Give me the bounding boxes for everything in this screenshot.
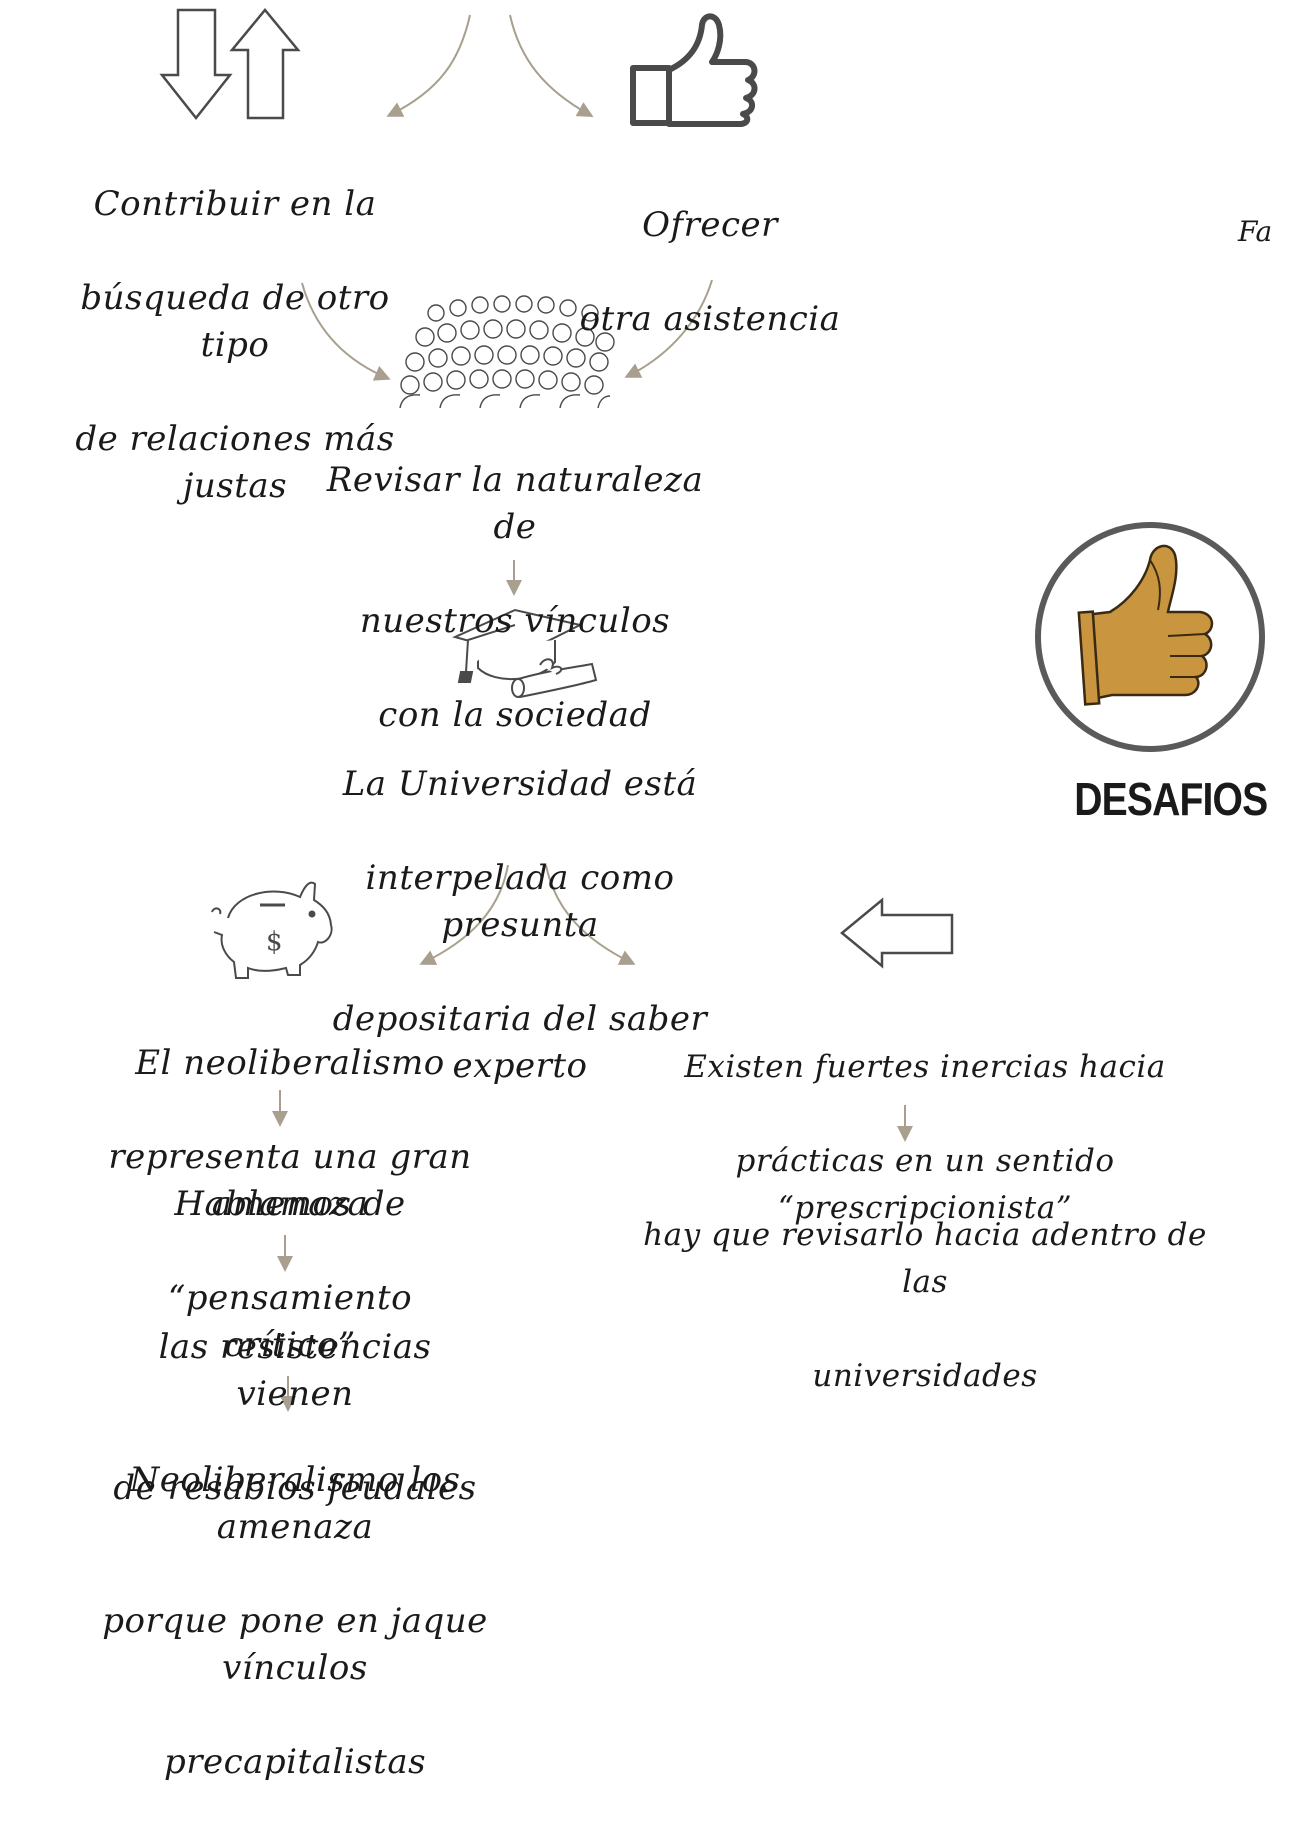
node-revisar-line2: nuestros vínculos bbox=[359, 601, 671, 641]
desafios-title: DESAFIOS bbox=[1074, 773, 1268, 825]
node-universidad-line1: La Universidad está bbox=[342, 764, 698, 804]
node-ofrecer-line1: Ofrecer bbox=[642, 205, 778, 245]
node-neoliberalismo-line2: representa una gran amenaza bbox=[108, 1137, 472, 1224]
node-revisarlo: hay que revisarlo hacia adentro de las u… bbox=[625, 1165, 1225, 1447]
arrow-n2-to-n3 bbox=[624, 279, 713, 378]
node-hablamos-line2: “pensamiento crítico” bbox=[167, 1278, 413, 1365]
node-ofrecer-line2: otra asistencia bbox=[579, 299, 841, 339]
down-up-arrows-icon bbox=[159, 8, 301, 121]
node-amenaza-line1: Neoliberalismo los amenaza bbox=[129, 1460, 461, 1547]
node-revisar-line1: Revisar la naturaleza de bbox=[326, 460, 704, 547]
node-revisar-line3: con la sociedad bbox=[378, 695, 652, 735]
node-hablamos: Hablamos de “pensamiento crítico” bbox=[110, 1134, 470, 1416]
svg-text:$: $ bbox=[266, 927, 283, 957]
diagram-graphics: $ bbox=[159, 8, 1265, 1412]
node-inercias-line1: Existen fuertes inercias hacia bbox=[684, 1049, 1166, 1085]
node-universidad-line2: interpelada como presunta bbox=[365, 858, 675, 945]
node-revisarlo-line2: universidades bbox=[812, 1358, 1038, 1394]
node-resistencias-line2: de resabios feudales bbox=[113, 1468, 477, 1508]
node-contribuir-line3: de relaciones más justas bbox=[75, 419, 395, 506]
piggy-bank-icon: $ bbox=[211, 881, 333, 979]
graduation-cap-icon bbox=[452, 608, 598, 699]
arrow-n1-to-n3 bbox=[301, 282, 391, 381]
arrow-n4-to-n9 bbox=[545, 864, 636, 965]
arrow-n4-to-n5 bbox=[419, 864, 509, 965]
node-revisarlo-line1: hay que revisarlo hacia adentro de las bbox=[643, 1217, 1207, 1300]
crowd-icon bbox=[399, 295, 615, 409]
node-amenaza-line2: porque pone en jaque vínculos bbox=[102, 1601, 488, 1688]
node-neoliberalismo-line1: El neoliberalismo bbox=[135, 1043, 445, 1083]
node-resistencias: las resistencias vienen de resabios feud… bbox=[105, 1277, 485, 1559]
node-ofrecer: Ofrecer otra asistencia bbox=[560, 155, 860, 390]
thumbs-up-badge-icon bbox=[1035, 522, 1265, 752]
node-neoliberalismo: El neoliberalismo representa una gran am… bbox=[60, 993, 520, 1275]
arrow-top-to-n2 bbox=[509, 14, 594, 117]
node-amenaza-line3: precapitalistas bbox=[163, 1742, 427, 1782]
node-inercias-line2: prácticas en un sentido “prescripcionist… bbox=[735, 1143, 1115, 1226]
arrow-top-to-n1 bbox=[386, 14, 471, 117]
cropped-text-fragment: Fa bbox=[1238, 215, 1273, 248]
node-universidad: La Universidad está interpelada como pre… bbox=[285, 714, 755, 1137]
node-hablamos-line1: Hablamos de bbox=[174, 1184, 406, 1224]
node-universidad-line3: depositaria del saber experto bbox=[332, 999, 708, 1086]
left-arrow-outline-icon bbox=[840, 897, 954, 969]
node-contribuir: Contribuir en la búsqueda de otro tipo d… bbox=[45, 134, 425, 557]
node-revisar: Revisar la naturaleza de nuestros víncul… bbox=[310, 410, 720, 786]
node-contribuir-line2: búsqueda de otro tipo bbox=[80, 278, 390, 365]
node-contribuir-line1: Contribuir en la bbox=[93, 184, 377, 224]
thumbs-up-outline-icon bbox=[630, 13, 758, 127]
node-amenaza: Neoliberalismo los amenaza porque pone e… bbox=[55, 1410, 535, 1833]
node-inercias: Existen fuertes inercias hacia prácticas… bbox=[615, 997, 1235, 1279]
node-resistencias-line1: las resistencias vienen bbox=[158, 1327, 432, 1414]
